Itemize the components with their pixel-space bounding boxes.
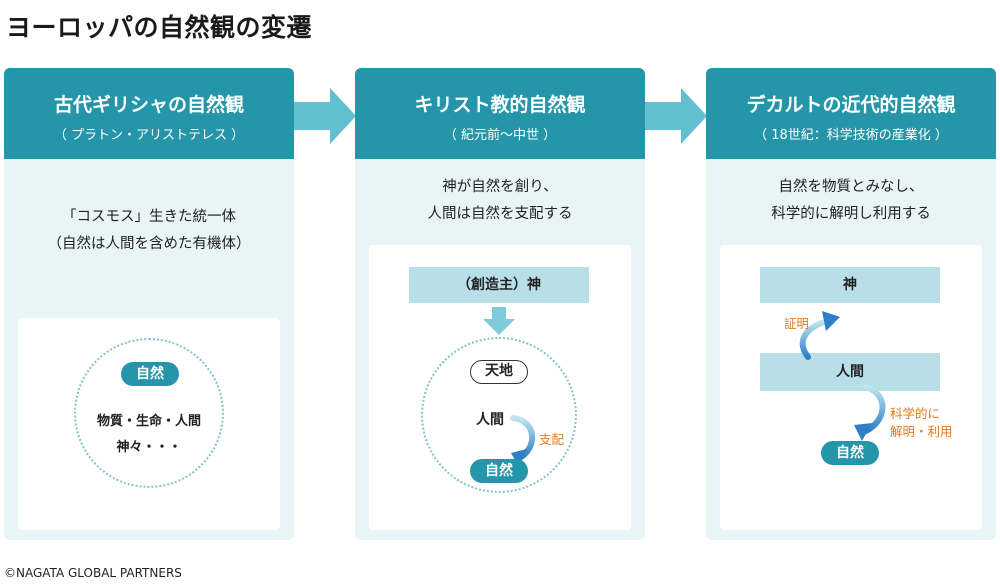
column-header: デカルトの近代的自然観 （ 18世紀：科学技術の産業化 ） bbox=[706, 68, 996, 159]
description-line: （自然は人間を含めた有機体） bbox=[47, 236, 251, 252]
nature-badge: 自然 bbox=[821, 441, 879, 465]
nature-badge: 自然 bbox=[470, 459, 528, 483]
dominate-arrow-icon bbox=[510, 415, 536, 467]
dominate-label: 支配 bbox=[539, 432, 565, 447]
column-title: キリスト教的自然観 bbox=[414, 94, 586, 116]
column-subtitle: （ 18世紀：科学技術の産業化 ） bbox=[754, 128, 948, 143]
page-title: ヨーロッパの自然観の変遷 bbox=[6, 13, 313, 42]
description-line: 人間は自然を支配する bbox=[427, 206, 573, 222]
nature-contents-line: 物質・生命・人間 bbox=[96, 414, 201, 429]
column-subtitle: （ プラトン・アリストテレス ） bbox=[53, 128, 245, 143]
heaven-earth-badge: 天地 bbox=[470, 360, 528, 384]
world-circle bbox=[421, 337, 577, 493]
column-header: 古代ギリシャの自然観 （ プラトン・アリストテレス ） bbox=[4, 68, 294, 159]
flow-arrow-icon bbox=[645, 88, 707, 144]
column-title: 古代ギリシャの自然観 bbox=[53, 94, 244, 116]
diagram-panel: 自然 物質・生命・人間 神々・・・ bbox=[18, 318, 280, 530]
column-descartes: デカルトの近代的自然観 （ 18世紀：科学技術の産業化 ） 自然を物質とみなし、… bbox=[706, 68, 996, 540]
copyright: ©NAGATA GLOBAL PARTNERS bbox=[4, 566, 182, 580]
prove-label: 証明 bbox=[784, 316, 810, 331]
human-label: 人間 bbox=[476, 412, 504, 428]
column-description: 神が自然を創り、 人間は自然を支配する bbox=[355, 174, 645, 228]
description-line: 「コスモス」生きた統一体 bbox=[62, 209, 236, 225]
nature-badge: 自然 bbox=[121, 362, 179, 386]
utilize-label: 科学的に 解明・利用 bbox=[890, 405, 953, 441]
column-header: キリスト教的自然観 （ 紀元前〜中世 ） bbox=[355, 68, 645, 159]
utilize-label-line: 解明・利用 bbox=[890, 424, 953, 439]
flow-arrow-icon bbox=[294, 88, 356, 144]
description-line: 自然を物質とみなし、 bbox=[778, 179, 924, 195]
god-bar: 神 bbox=[760, 267, 940, 303]
nature-contents-line: 神々・・・ bbox=[116, 440, 182, 455]
description-line: 科学的に解明し利用する bbox=[771, 206, 931, 222]
column-subtitle: （ 紀元前〜中世 ） bbox=[443, 128, 557, 143]
column-title: デカルトの近代的自然観 bbox=[746, 94, 956, 116]
column-description: 自然を物質とみなし、 科学的に解明し利用する bbox=[706, 174, 996, 228]
utilize-arrow-icon bbox=[854, 384, 886, 441]
diagram-panel: （創造主）神 天地 人間 支配 自然 bbox=[369, 245, 631, 530]
god-bar: （創造主）神 bbox=[409, 267, 589, 303]
column-christian: キリスト教的自然観 （ 紀元前〜中世 ） 神が自然を創り、 人間は自然を支配する… bbox=[355, 68, 645, 540]
description-line: 神が自然を創り、 bbox=[442, 179, 558, 195]
human-bar: 人間 bbox=[760, 353, 940, 391]
prove-arrow-icon bbox=[799, 311, 840, 360]
column-description: 「コスモス」生きた統一体 （自然は人間を含めた有機体） bbox=[4, 204, 294, 258]
utilize-label-line: 科学的に bbox=[890, 406, 941, 421]
down-arrow-icon bbox=[483, 307, 515, 335]
nature-circle bbox=[74, 338, 224, 488]
diagram-panel: 神 人間 証明 科学的に 解明・利用 自然 bbox=[720, 245, 982, 530]
column-ancient-greek: 古代ギリシャの自然観 （ プラトン・アリストテレス ） 「コスモス」生きた統一体… bbox=[4, 68, 294, 540]
